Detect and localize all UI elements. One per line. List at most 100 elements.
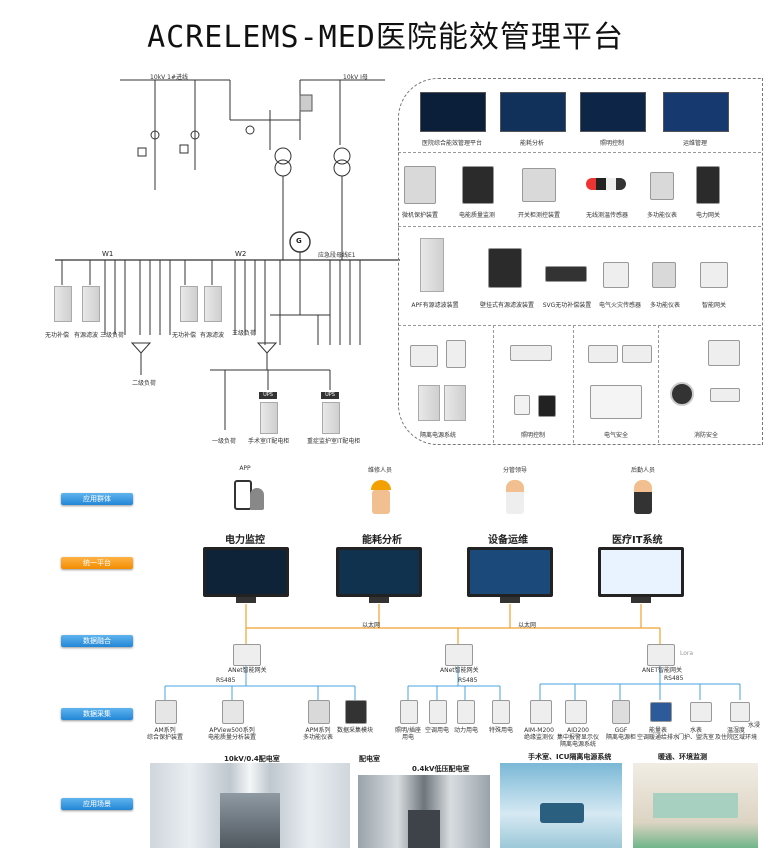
product-label: 隔离电源系统: [419, 432, 456, 439]
scene-title: 手术室、ICU隔离电源系统: [528, 753, 612, 761]
product-label: SVG无功补偿装置: [542, 302, 592, 309]
product-label: 无线测温传感器: [585, 212, 628, 219]
it-cabinet-label: 手术室IT配电柜: [248, 438, 290, 445]
product-label: 壁挂式有源滤波装置: [479, 302, 534, 309]
device-label: 水表 门护、盥洗室: [677, 727, 714, 741]
device-image: [700, 262, 728, 288]
monitor-stand: [236, 597, 256, 603]
device-image: [538, 395, 556, 417]
divider: [658, 325, 659, 443]
device-image: [622, 345, 652, 363]
device-label: 水浸: [747, 722, 760, 729]
product-label: 多功能仪表: [649, 302, 680, 309]
platform-title: 医疗IT系统: [612, 535, 663, 546]
relay-device-icon: [299, 94, 313, 112]
device-image: [670, 382, 694, 406]
device-label: GGF 隔离电源柜: [605, 727, 636, 741]
level2-load-label: 二级负荷: [132, 380, 157, 387]
cabinet-image: [180, 286, 198, 322]
lv-room-photo: [358, 775, 490, 848]
device-image: [404, 166, 436, 204]
product-label: 智能网关: [701, 302, 726, 309]
ats-icon: [256, 342, 278, 354]
gateway-label: ANet智能网关: [228, 667, 267, 674]
user-label: 后勤人员: [630, 467, 655, 474]
meter-icon: [150, 130, 160, 140]
layer-label: 数据采集: [61, 708, 133, 720]
divider: [398, 152, 761, 153]
layer-label: 统一平台: [61, 557, 133, 569]
device-image: [308, 700, 330, 724]
it-cabinet-image: [322, 402, 340, 434]
load-label: 无功补偿: [45, 332, 70, 339]
worker-icon: [372, 490, 390, 514]
person-icon: [250, 488, 264, 510]
rs485-label: RS485: [458, 677, 478, 684]
generator-label: G: [296, 237, 302, 245]
load-label: 无功补偿: [172, 332, 197, 339]
product-label: 电气安全: [603, 432, 628, 439]
device-image: [457, 700, 475, 724]
device-image: [522, 168, 556, 202]
gateway-image: [647, 644, 675, 666]
product-label: 能耗分析: [519, 140, 544, 147]
transformer-icon: [274, 159, 292, 177]
cabinet-image: [82, 286, 100, 322]
user-label: APP: [239, 465, 251, 472]
ct-icon: [179, 144, 189, 154]
product-label: 医院综合能效管理平台: [421, 140, 482, 147]
device-image: [650, 702, 672, 722]
device-label: APM系列 多功能仪表: [302, 727, 333, 741]
switchgear-room-photo: [150, 763, 350, 848]
device-label: AIM-M200 绝缘监测仪: [523, 727, 554, 741]
page-title: ACRELEMS-MED医院能效管理平台: [147, 20, 624, 55]
device-image: [612, 700, 630, 724]
isolation-cabinet-image: [444, 385, 466, 421]
device-label: 照明/插座 用电: [394, 727, 422, 741]
product-label: 多功能仪表: [646, 212, 677, 219]
load-label: 三级负荷: [232, 330, 257, 337]
device-image: [696, 166, 720, 204]
platform-title: 能耗分析: [362, 535, 402, 546]
product-label: 微机保护装置: [401, 212, 438, 219]
ethernet-label: 以太网: [362, 622, 381, 629]
load-label: 有源滤波: [74, 332, 99, 339]
user-label: 维修人员: [367, 467, 392, 474]
device-image: [530, 700, 552, 724]
monitor-stand: [500, 597, 520, 603]
gateway-label: ANet智能网关: [440, 667, 479, 674]
device-image: [690, 702, 712, 722]
ups-label: UPS: [321, 392, 339, 399]
bus-right-label: 10kV I母: [343, 74, 368, 81]
staff-icon: [634, 480, 652, 514]
software-screenshot: [663, 92, 729, 132]
monitor-stand: [631, 597, 651, 603]
device-label: 数据采集模块: [336, 727, 373, 734]
manager-icon: [506, 480, 524, 514]
device-label: AM系列 综合保护装置: [146, 727, 183, 741]
load-label: 三级负荷: [100, 332, 125, 339]
cabinet-image: [54, 286, 72, 322]
device-label: 能量表 空调暖通给排水: [636, 727, 679, 741]
ats-icon: [130, 342, 152, 354]
divider: [493, 325, 494, 443]
meter-icon: [245, 125, 255, 135]
device-image: [155, 700, 177, 724]
device-image: [545, 266, 587, 282]
ups-label: UPS: [259, 392, 277, 399]
software-screenshot: [420, 92, 486, 132]
gateway-image: [445, 644, 473, 666]
monitor-image: [336, 547, 422, 597]
bus-w2-label: W2: [235, 250, 247, 258]
monitor-image: [203, 547, 289, 597]
scene-title: 10kV/0.4配电室: [224, 755, 280, 763]
software-screenshot: [500, 92, 566, 132]
product-label: 运维管理: [682, 140, 707, 147]
device-image: [462, 166, 494, 204]
device-image: [590, 385, 642, 419]
divider: [398, 226, 761, 227]
monitor-image: [598, 547, 684, 597]
device-image: [514, 395, 530, 415]
device-label: 空调用电: [424, 727, 449, 734]
gateway-image: [233, 644, 261, 666]
